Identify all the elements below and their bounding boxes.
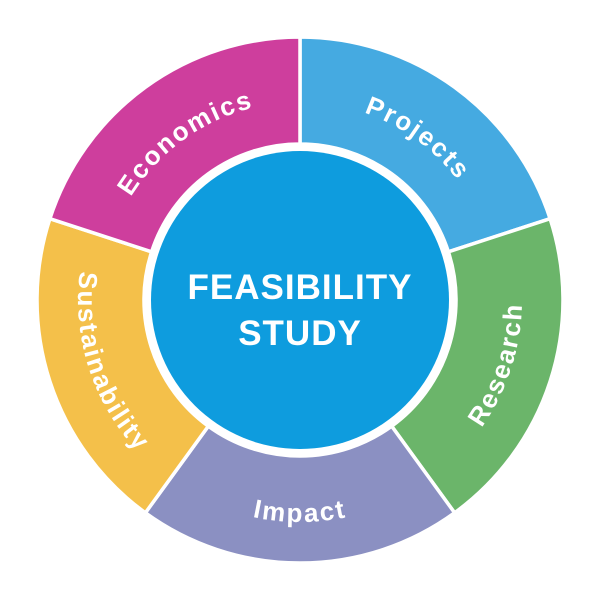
segment-sustainability <box>35 216 211 515</box>
segment-impact <box>143 424 457 565</box>
segment-impact-label: Impact <box>251 493 347 528</box>
center-circle <box>151 151 449 449</box>
segment-economics <box>48 35 302 254</box>
segment-research <box>389 216 565 515</box>
segment-projects <box>298 35 552 254</box>
center-title-line2: STUDY <box>238 314 362 353</box>
center-title-line1: FEASIBILITY <box>188 268 413 307</box>
segment-impact-label-text: Impact <box>251 493 349 528</box>
